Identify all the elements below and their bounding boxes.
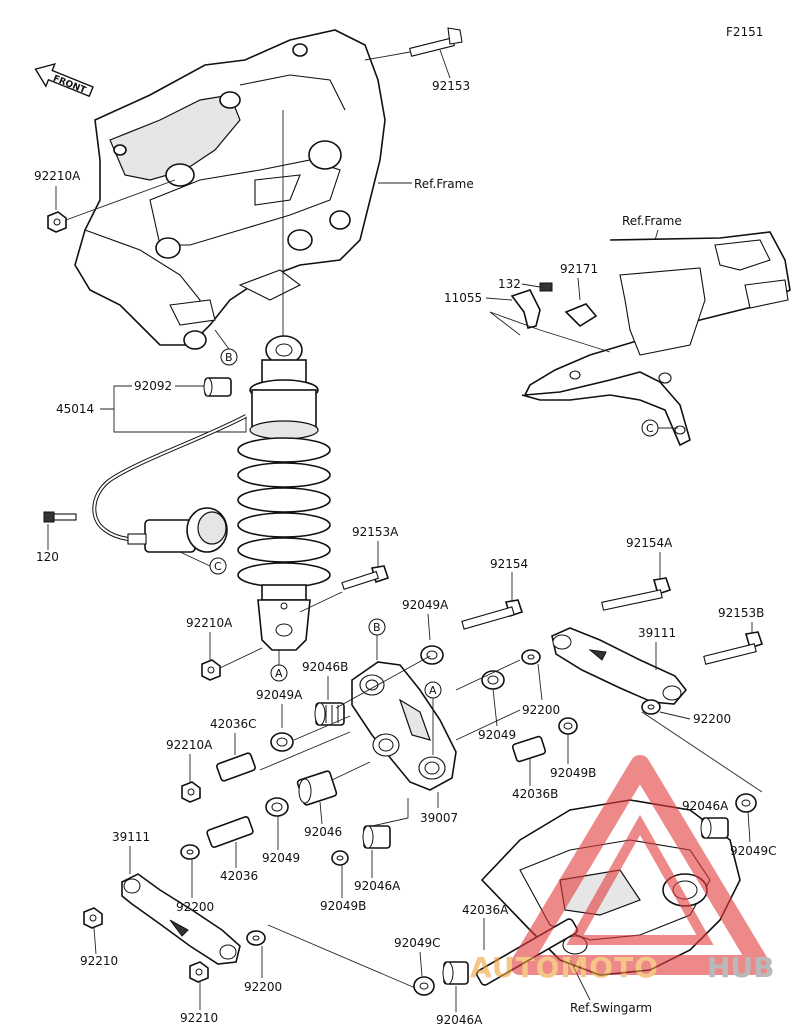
nut-92210A-low-icon <box>181 781 201 803</box>
washer-92049C-b-icon <box>413 976 435 996</box>
label-92200-c: 92200 <box>176 900 214 914</box>
label-ref-swingarm: Ref.Swingarm <box>570 1001 652 1015</box>
label-42036B: 42036B <box>512 787 558 801</box>
label-92210-a: 92210 <box>80 954 118 968</box>
nut-92210-b-icon <box>189 961 209 983</box>
bearing-92046A-a-icon <box>362 825 391 849</box>
bearing-92046A-b-icon <box>700 817 729 839</box>
label-ref-frame-top: Ref.Frame <box>414 177 474 191</box>
washer-92200-a-icon <box>521 649 541 665</box>
label-92200-d: 92200 <box>244 980 282 994</box>
circle-ref-a-linkage: A <box>429 684 437 697</box>
bolt-92153 <box>364 27 463 79</box>
label-42036A: 42036A <box>462 903 509 917</box>
label-92049C-a: 92049C <box>730 844 777 858</box>
washer-92049B-b-icon <box>331 850 349 866</box>
label-120: 120 <box>36 550 59 564</box>
label-92046B: 92046B <box>302 660 348 674</box>
clamp-92171-icon <box>564 303 598 328</box>
collar-42036-icon <box>206 816 254 848</box>
label-92210-b: 92210 <box>180 1011 218 1025</box>
circle-ref-a-shock: A <box>275 667 283 680</box>
bolt-92153A-icon <box>341 565 390 591</box>
label-92046A-b: 92046A <box>682 799 729 813</box>
washer-92200-d-icon <box>246 930 266 946</box>
tie-rod-39111-right <box>551 627 688 705</box>
washer-92049B-a-icon <box>558 717 578 735</box>
label-92046: 92046 <box>304 825 342 839</box>
reservoir-hose <box>92 414 247 542</box>
bolt-120-icon <box>43 511 77 523</box>
label-92049-a: 92049 <box>478 728 516 742</box>
label-92046A-c: 92046A <box>436 1013 483 1027</box>
collar-42036C-icon <box>216 752 256 782</box>
bolt-92154A-icon <box>601 577 672 611</box>
bolt-92153B-icon <box>703 631 764 665</box>
washer-92200-c-icon <box>180 844 200 860</box>
nut-92210A-top-icon <box>47 211 67 233</box>
label-39111-left: 39111 <box>112 830 150 844</box>
label-92049A-a: 92049A <box>402 598 449 612</box>
label-39007: 39007 <box>420 811 458 825</box>
label-92049C-b: 92049C <box>394 936 441 950</box>
tie-rod-39111-left <box>121 873 241 965</box>
circle-ref-c-frame: C <box>646 422 654 435</box>
watermark-text-hub: HUB <box>707 951 775 984</box>
circle-ref-c-reservoir: C <box>214 560 222 573</box>
figure-code: F2151 <box>726 25 763 39</box>
washer-92200-b-icon <box>641 699 661 715</box>
shock-absorber-45014 <box>237 335 331 651</box>
label-11055: 11055 <box>444 291 482 305</box>
label-39111-right: 39111 <box>638 626 676 640</box>
washer-92049A-a-icon <box>420 645 444 665</box>
label-92049A-b: 92049A <box>256 688 303 702</box>
label-92153B: 92153B <box>718 606 764 620</box>
label-92049-b: 92049 <box>262 851 300 865</box>
label-92171: 92171 <box>560 262 598 276</box>
circle-ref-b-frame: B <box>225 351 233 364</box>
label-92049B-a: 92049B <box>550 766 596 780</box>
bearing-92046A-c-icon <box>442 961 469 985</box>
label-42036C: 42036C <box>210 717 257 731</box>
nut-92210-a-icon <box>83 907 103 929</box>
washer-92049A-b-icon <box>270 732 294 752</box>
label-92154A: 92154A <box>626 536 673 550</box>
bolt-92154-icon <box>461 599 524 630</box>
watermark-text-auto: AUTOMOTO <box>470 951 659 984</box>
bracket-11055-icon <box>510 289 541 329</box>
label-92092: 92092 <box>134 379 172 393</box>
front-arrow-icon: FRONT <box>34 62 94 98</box>
washer-92049C-a-icon <box>735 793 757 813</box>
frame-right-drawing <box>521 231 791 447</box>
label-92210A-low: 92210A <box>166 738 213 752</box>
label-92049B-b: 92049B <box>320 899 366 913</box>
washer-92049-a-icon <box>481 670 505 690</box>
label-45014: 45014 <box>56 402 94 416</box>
label-ref-frame-right: Ref.Frame <box>622 214 682 228</box>
frame-drawing <box>74 29 386 350</box>
rocker-39007 <box>351 661 457 791</box>
label-92200-a: 92200 <box>522 703 560 717</box>
bearing-92046-icon <box>296 770 338 806</box>
bearing-92046B-icon <box>314 702 345 726</box>
watermark-logo: AUTOMOTO HUB <box>470 755 775 984</box>
label-92210A-top: 92210A <box>34 169 81 183</box>
label-92046A-a: 92046A <box>354 879 401 893</box>
label-42036: 42036 <box>220 869 258 883</box>
circle-ref-b-linkage: B <box>373 621 381 634</box>
label-132: 132 <box>498 277 521 291</box>
screw-132-icon <box>539 282 553 292</box>
nut-92210A-mid-icon <box>201 659 221 681</box>
collar-42036B-icon <box>511 735 547 763</box>
reservoir-icon <box>127 507 228 553</box>
label-92210A-mid: 92210A <box>186 616 233 630</box>
label-92154: 92154 <box>490 557 528 571</box>
label-92153A: 92153A <box>352 525 399 539</box>
label-92200-b: 92200 <box>693 712 731 726</box>
washer-92049-b-icon <box>265 797 289 817</box>
label-92153: 92153 <box>432 79 470 93</box>
bushing-92092-icon <box>203 377 232 397</box>
